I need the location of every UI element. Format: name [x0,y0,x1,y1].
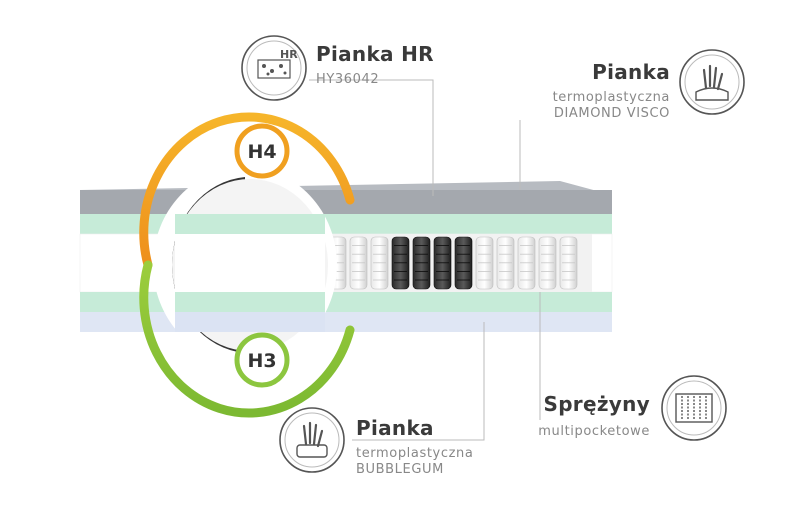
diamond-visco-title: Pianka [592,60,670,84]
bubblegum-subtitle-1: termoplastyczna [356,446,474,461]
hr-foam-title: Pianka HR [316,42,434,66]
diamond-visco-subtitle-2: DIAMOND VISCO [553,106,670,121]
label-diamond-visco: Pianka termoplastyczna DIAMOND VISCO [553,60,670,122]
label-springs: Sprężyny multipocketowe [538,392,650,440]
pocket-springs-icon [661,375,727,441]
firmness-label-h3: H3 [247,350,276,372]
springs-subtitle: multipocketowe [538,424,650,439]
bubblegum-title: Pianka [356,416,434,440]
firmness-arc-h3 [139,260,355,418]
hr-foam-icon: HR [241,35,307,101]
firmness-badge-h3: H3 [234,332,290,388]
pocket-springs [300,234,592,292]
hr-foam-subtitle: HY36042 [316,72,380,87]
hand-press-foam-icon [679,49,745,115]
label-hr-foam: Pianka HR HY36042 [316,42,434,88]
firmness-label-h4: H4 [247,141,276,163]
leader-bubblegum [352,322,485,441]
label-bubblegum: Pianka termoplastyczna BUBBLEGUM [356,416,473,478]
bubblegum-subtitle-2: BUBBLEGUM [356,462,444,477]
hand-press-foam-icon [279,407,345,473]
svg-text:HR: HR [280,48,298,61]
leader-hr [309,79,434,196]
springs-title: Sprężyny [543,392,650,416]
firmness-badge-h4: H4 [234,123,290,179]
diamond-visco-subtitle-1: termoplastyczna [552,90,670,105]
firmness-arc-h4 [139,112,355,270]
